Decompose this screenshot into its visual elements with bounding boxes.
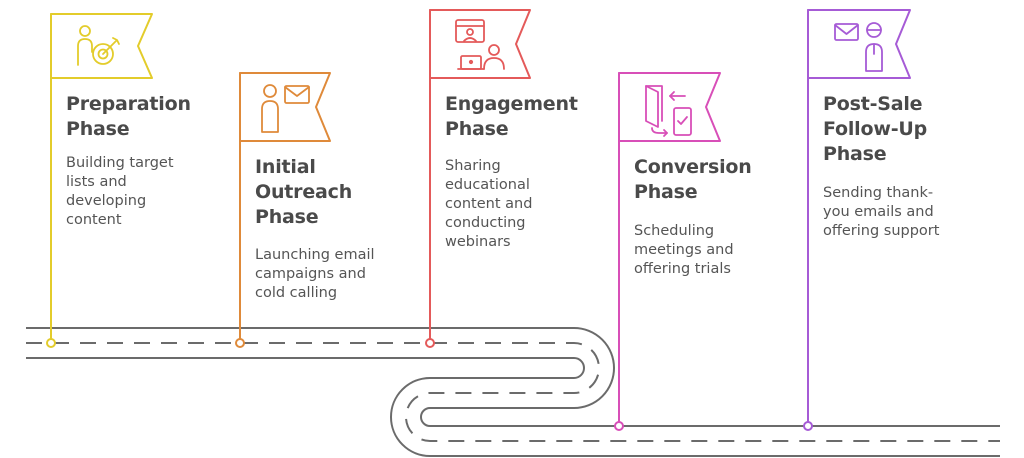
flag-banner [50, 13, 153, 79]
person-target-icon [77, 25, 120, 66]
email-person-icon [834, 22, 883, 72]
phase-description-engagement: Sharing educational content and conducti… [445, 158, 533, 250]
phase-description-initial-outreach: Launching email campaigns and cold calli… [255, 247, 375, 301]
phase-title-conversion: Conversion Phase [634, 156, 752, 203]
phase-flag-conversion [614, 72, 721, 431]
door-phone-icon [645, 85, 692, 137]
milestone-marker [614, 421, 624, 431]
phase-flag-preparation [46, 13, 153, 348]
flag-banner [429, 9, 531, 79]
road [26, 327, 1000, 457]
milestone-marker [235, 338, 245, 348]
milestone-marker [425, 338, 435, 348]
flag-banner [807, 9, 911, 79]
phase-flag-engagement [425, 9, 531, 348]
phase-flag-post-sale-follow-up [803, 9, 911, 431]
road-inner-edge [26, 357, 1000, 457]
phase-title-post-sale-follow-up: Post-Sale Follow-Up Phase [823, 93, 928, 165]
phase-flag-initial-outreach [235, 72, 331, 348]
phase-title-preparation: Preparation Phase [66, 93, 191, 140]
person-email-icon [261, 84, 310, 133]
phase-description-conversion: Scheduling meetings and offering trials [634, 223, 734, 277]
road-center-dashes [26, 342, 1000, 442]
phase-description-post-sale-follow-up: Sending thank- you emails and offering s… [823, 185, 940, 239]
flag-banner [239, 72, 331, 142]
milestone-marker [46, 338, 56, 348]
road-outer-edge [26, 327, 1000, 427]
flag-banner [618, 72, 721, 142]
phase-title-initial-outreach: Initial Outreach Phase [255, 156, 353, 228]
milestone-marker [803, 421, 813, 431]
webinar-icon [455, 19, 505, 70]
phase-title-engagement: Engagement Phase [445, 93, 578, 140]
phase-description-preparation: Building target lists and developing con… [66, 155, 174, 228]
